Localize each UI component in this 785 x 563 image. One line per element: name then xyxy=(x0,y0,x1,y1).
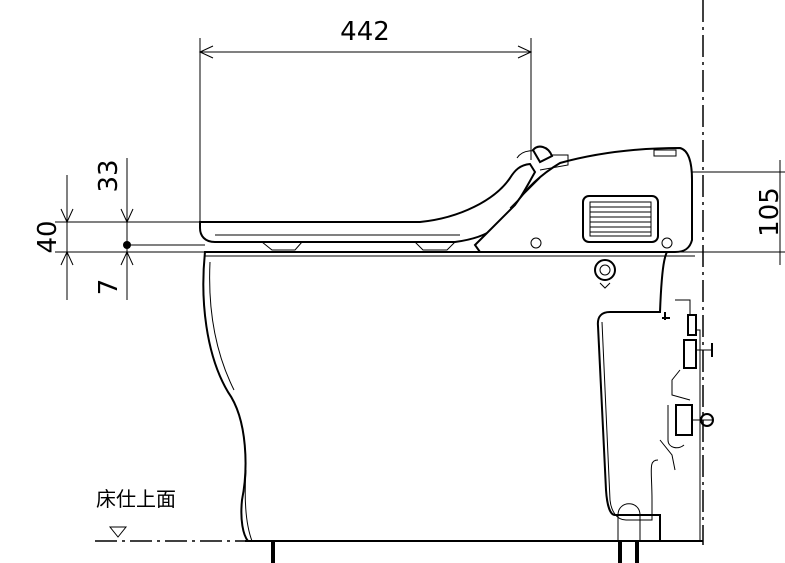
side-knob xyxy=(594,259,616,289)
dimension-text-33: 33 xyxy=(94,159,124,192)
dimension-text-105: 105 xyxy=(755,187,785,237)
dimension-text-442: 442 xyxy=(340,17,390,47)
dimension-left-stack: 40 33 7 xyxy=(33,158,220,300)
wall-bracket xyxy=(659,299,714,540)
tank-screw-right xyxy=(661,237,673,249)
dimension-text-40: 40 xyxy=(33,220,63,253)
tank-screw-left xyxy=(530,237,542,249)
floor-bolts xyxy=(271,541,639,563)
floor-finish-label: 床仕上面 xyxy=(96,487,176,511)
tank-unit xyxy=(473,145,693,253)
vent-grille xyxy=(582,195,659,243)
dimension-text-7: 7 xyxy=(94,279,124,296)
dimension-442: 442 xyxy=(198,17,533,222)
toilet-bowl xyxy=(202,241,695,542)
